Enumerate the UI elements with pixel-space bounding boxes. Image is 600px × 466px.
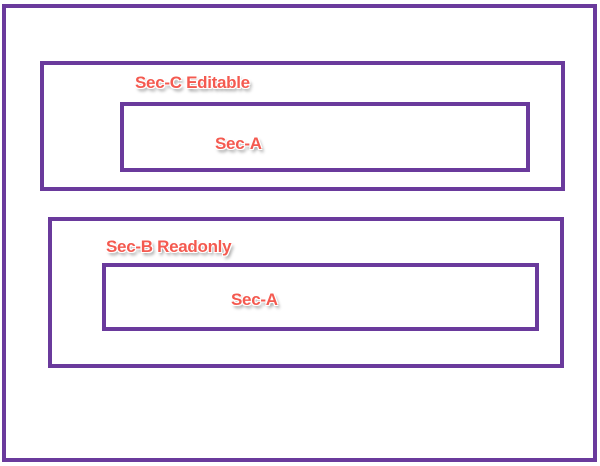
outer-container (2, 4, 597, 462)
section-c-inner-section-a (120, 102, 530, 172)
section-b-inner-section-a (102, 263, 539, 331)
section-c-inner-label: Sec-A (215, 134, 262, 153)
section-b-inner-label: Sec-A (231, 290, 278, 309)
section-b-readonly (48, 217, 564, 368)
section-c-editable (40, 61, 565, 191)
section-c-label: Sec-C Editable (135, 73, 250, 92)
section-b-label: Sec-B Readonly (106, 237, 232, 256)
